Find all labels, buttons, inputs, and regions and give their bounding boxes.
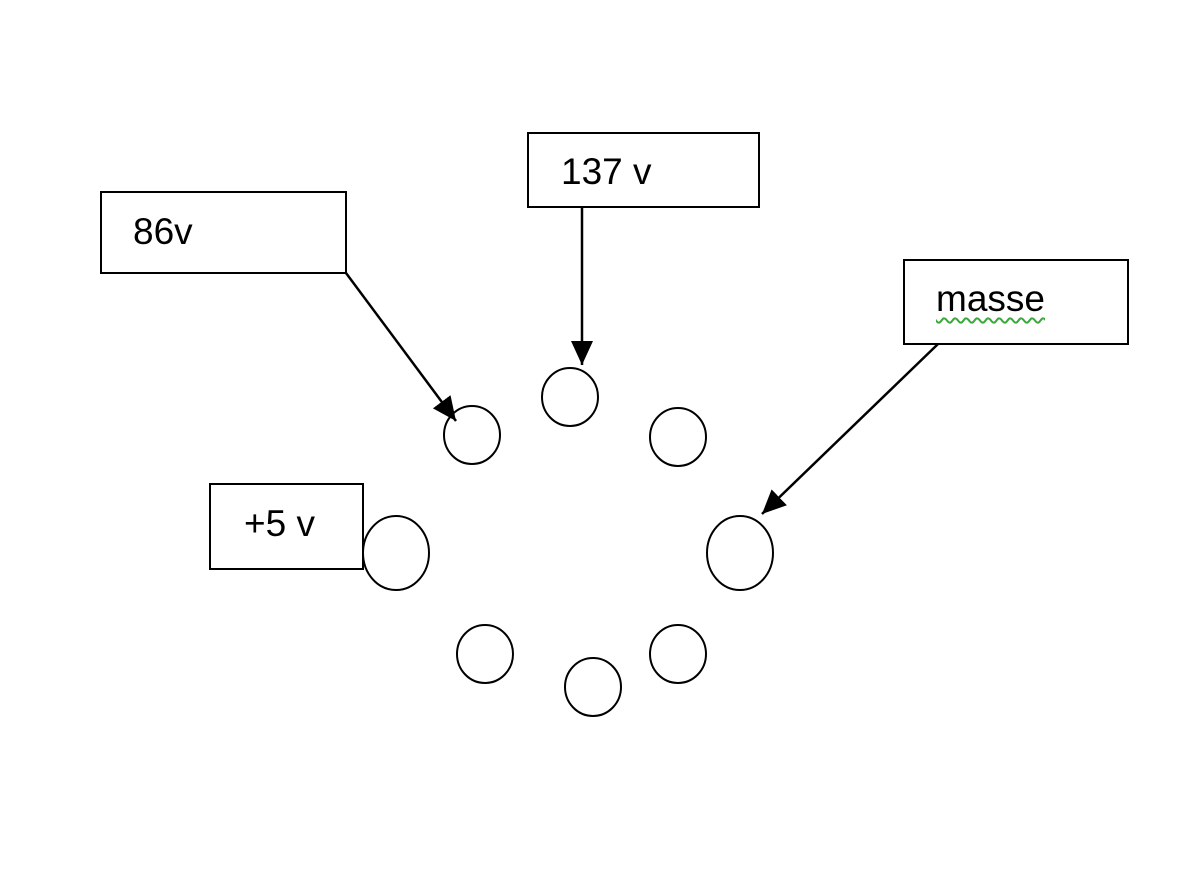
arrow-86v [344,272,458,422]
pin-lower-right [649,624,707,684]
pin-right [706,515,774,591]
label-box-137v [527,132,760,208]
label-box-86v [100,191,347,274]
label-86v: 86v [133,211,193,252]
pin-upper-right [649,407,707,467]
label-box-masse [903,259,1129,345]
pin-left [362,515,430,591]
label-5v: +5 v [244,503,315,544]
pin-bottom [564,657,622,717]
pin-top [541,367,599,427]
label-masse: masse [936,278,1045,319]
pin-upper-left [443,405,501,465]
label-137v: 137 v [561,151,652,192]
arrow-masse [761,343,939,515]
label-box-5v [209,483,364,570]
pin-lower-left [456,624,514,684]
